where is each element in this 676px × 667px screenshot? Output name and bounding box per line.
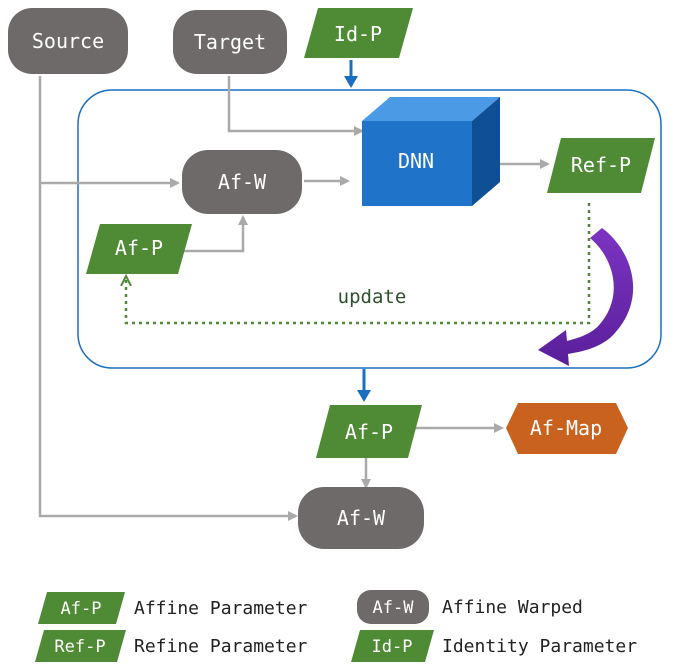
target-node: Target bbox=[173, 10, 287, 74]
af-p-output-node: Af-P bbox=[316, 405, 422, 458]
ref-p-node: Ref-P bbox=[547, 138, 655, 193]
id-p-node: Id-P bbox=[304, 8, 413, 58]
legend-id-p-text: Identity Parameter bbox=[442, 636, 637, 657]
dnn-cube: DNN bbox=[362, 97, 500, 206]
source-to-output-afw-line bbox=[38, 76, 298, 521]
legend-ref-p-symbol: Ref-P bbox=[54, 637, 105, 657]
af-w-output-label: Af-W bbox=[337, 506, 386, 530]
af-w-output-node: Af-W bbox=[298, 487, 424, 549]
process-container bbox=[77, 89, 662, 369]
target-to-dnn-line bbox=[227, 76, 364, 136]
af-p-inner-node: Af-P bbox=[86, 224, 192, 274]
legend-id-p: Id-P Identity Parameter bbox=[351, 630, 637, 662]
update-label: update bbox=[338, 286, 407, 308]
af-w-inner-node: Af-W bbox=[182, 150, 302, 214]
af-w-inner-label: Af-W bbox=[218, 170, 267, 194]
update-loop-dotted bbox=[126, 203, 591, 325]
af-p-inner-label: Af-P bbox=[115, 236, 163, 260]
target-label: Target bbox=[194, 30, 266, 54]
legend-af-w-text: Affine Warped bbox=[442, 597, 583, 618]
af-map-label: Af-Map bbox=[530, 416, 602, 440]
legend-af-p-symbol: Af-P bbox=[61, 599, 102, 619]
refine-cycle-arrow bbox=[538, 228, 634, 366]
legend-ref-p-text: Refine Parameter bbox=[134, 636, 308, 657]
legend-af-p: Af-P Affine Parameter bbox=[38, 592, 308, 624]
legend-ref-p: Ref-P Refine Parameter bbox=[35, 630, 308, 662]
source-label: Source bbox=[32, 29, 104, 53]
id-p-label: Id-P bbox=[334, 22, 382, 46]
dnn-label: DNN bbox=[398, 149, 434, 173]
connectors-gray bbox=[38, 76, 550, 521]
legend-af-w-symbol: Af-W bbox=[373, 598, 415, 618]
af-map-node: Af-Map bbox=[506, 403, 628, 454]
afp-to-afw-line bbox=[176, 215, 248, 253]
source-node: Source bbox=[8, 8, 128, 74]
af-p-output-label: Af-P bbox=[345, 420, 393, 444]
legend-id-p-symbol: Id-P bbox=[372, 637, 413, 657]
legend-af-w: Af-W Affine Warped bbox=[357, 590, 583, 624]
ref-p-label: Ref-P bbox=[571, 153, 631, 177]
legend: Af-P Affine Parameter Ref-P Refine Param… bbox=[35, 590, 637, 662]
legend-af-p-text: Affine Parameter bbox=[134, 598, 308, 619]
